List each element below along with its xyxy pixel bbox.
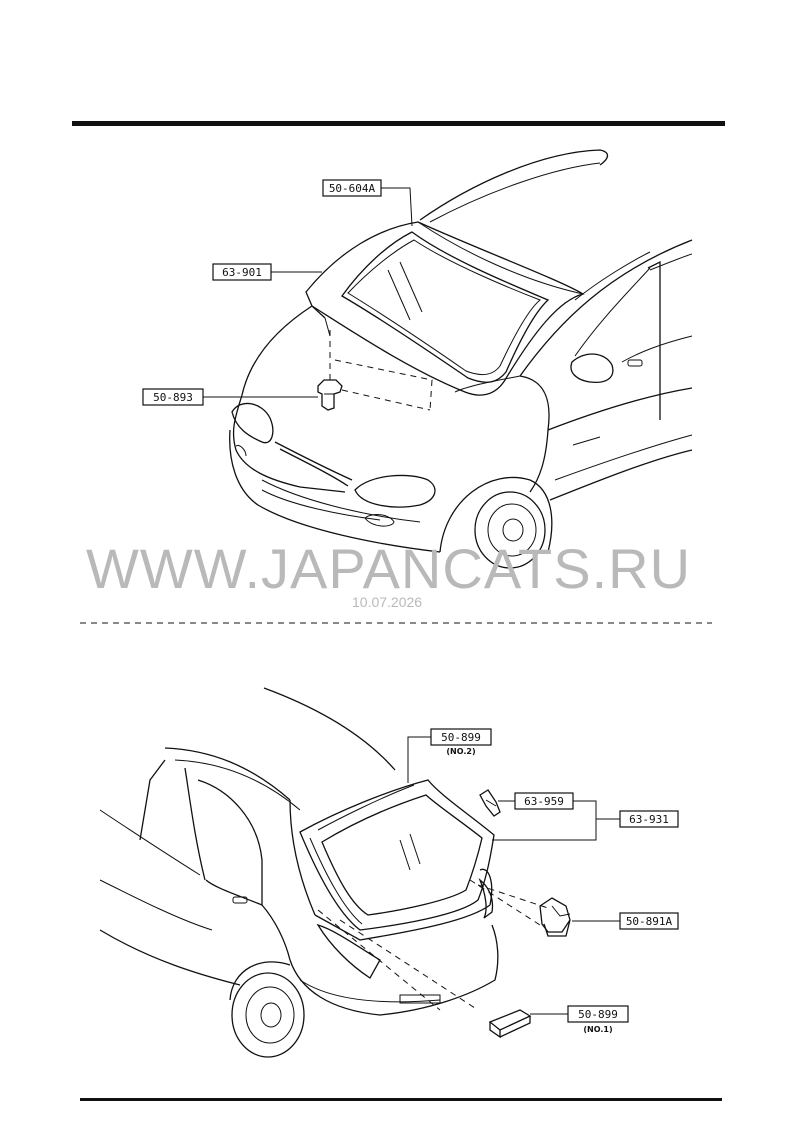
part-sublabel: (NO.1): [583, 1025, 612, 1034]
callout-50-899-no1: 50-899 (NO.1): [530, 1005, 629, 1034]
part-sublabel: (NO.2): [446, 747, 475, 756]
callout-63-901: 63-901: [212, 263, 322, 281]
callout-63-959: 63-959: [492, 792, 597, 841]
watermark-text: WWW.JAPANCATS.RU: [86, 537, 691, 600]
part-label: 50-893: [153, 391, 193, 404]
callout-50-899-no2: 50-899 (NO.2): [407, 728, 492, 783]
front-car-illustration: [229, 149, 693, 569]
callout-50-891A: 50-891A: [572, 912, 679, 930]
callout-50-893: 50-893: [142, 388, 318, 406]
part-label: 50-891A: [626, 915, 673, 928]
spacer-50-899-no1: [488, 1009, 532, 1039]
part-label: 50-604A: [329, 182, 376, 195]
part-label: 63-959: [524, 795, 564, 808]
callout-63-931: 63-931: [596, 810, 679, 828]
part-label: 63-901: [222, 266, 262, 279]
top-rule: [72, 121, 725, 126]
fastener-63-959: [479, 789, 501, 817]
part-label: 50-899: [441, 731, 481, 744]
clip-50-893: [317, 379, 343, 411]
rear-window-glass: [299, 779, 495, 931]
part-label: 63-931: [629, 813, 669, 826]
windshield-glass: [305, 221, 585, 396]
part-label: 50-899: [578, 1008, 618, 1021]
bottom-rule: [80, 1098, 722, 1101]
callout-50-604A: 50-604A: [322, 179, 413, 227]
watermark-date: 10.07.2026: [352, 594, 422, 610]
bracket-50-891A: [539, 897, 571, 937]
rear-car-illustration: [99, 687, 499, 1058]
